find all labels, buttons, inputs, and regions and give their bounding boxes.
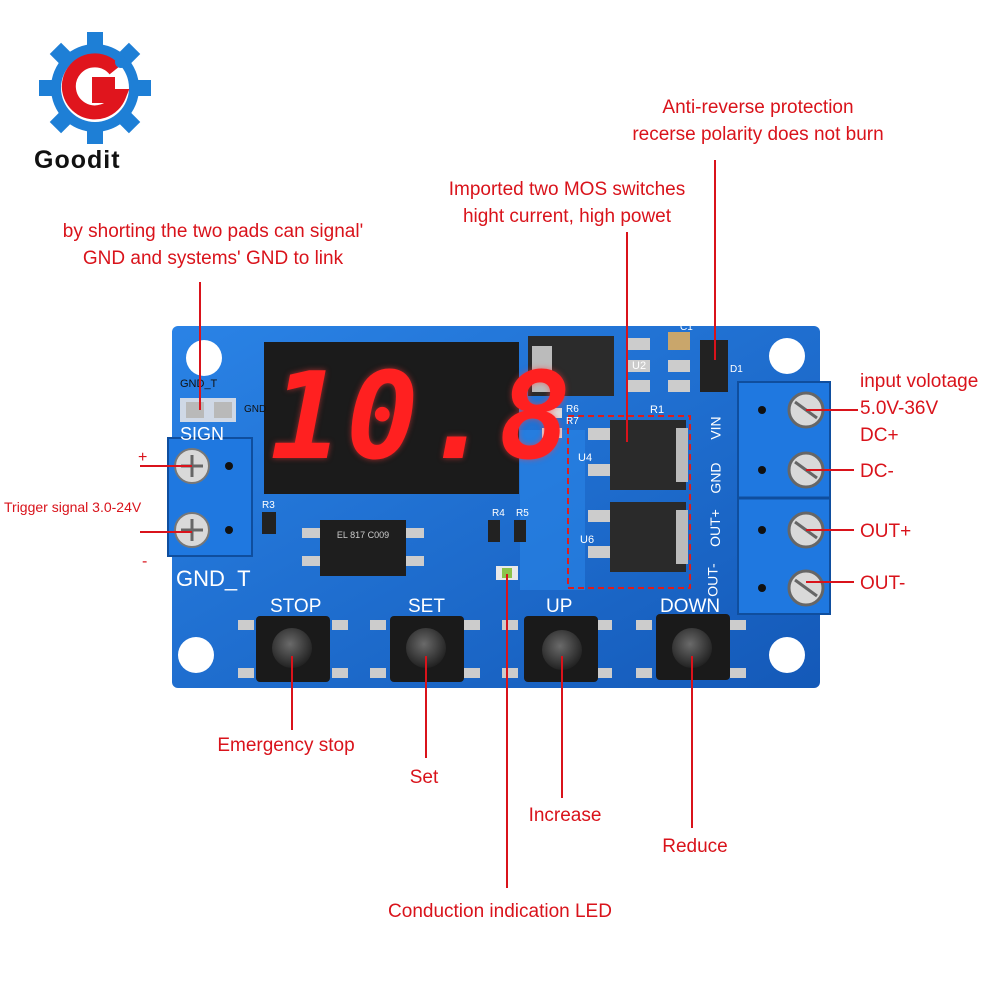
annotation-dc-plus: DC+: [860, 425, 899, 446]
silk-r6: R6: [566, 404, 579, 415]
silk-c1: C1: [680, 322, 693, 333]
silk-up: UP: [546, 596, 573, 617]
annotation-reduce: Reduce: [662, 836, 728, 857]
silk-d1: D1: [730, 364, 743, 375]
silk-set: SET: [408, 596, 445, 617]
silk-u6: U6: [580, 534, 595, 546]
annotation-increase: Increase: [528, 805, 602, 826]
annotation-input-2: 5.0V-36V: [860, 398, 939, 419]
seven-segment-display: 10.8: [270, 348, 575, 487]
silk-stop: STOP: [270, 596, 322, 617]
silk-r5: R5: [516, 508, 529, 519]
annotation-input-1: input volotage: [860, 371, 979, 392]
leader-out-minus: [806, 581, 854, 583]
leader-dc-minus: [806, 469, 854, 471]
leader-increase: [561, 656, 563, 798]
silk-r4: R4: [492, 508, 505, 519]
silk-vin: VIN: [707, 416, 724, 440]
annotation-plus: +: [138, 449, 148, 466]
annotation-shorting-1: by shorting the two pads can signal': [62, 221, 364, 242]
silk-out-plus: OUT+: [706, 509, 723, 547]
leader-set: [425, 656, 427, 758]
silk-u4: U4: [578, 452, 593, 464]
annotation-set: Set: [409, 767, 439, 788]
leader-shorting: [199, 282, 201, 410]
silk-r3: R3: [262, 500, 275, 511]
annotation-mos-1: Imported two MOS switches: [448, 179, 686, 200]
annotation-led: Conduction indication LED: [388, 901, 612, 922]
silk-r1: R1: [650, 404, 665, 416]
leader-anti: [714, 160, 716, 360]
brand-name: Goodit: [34, 146, 121, 174]
silk-r7: R7: [566, 416, 579, 427]
annotation-out-plus: OUT+: [860, 521, 912, 542]
leader-mos: [626, 232, 628, 442]
annotation-emergency: Emergency stop: [217, 735, 355, 756]
annotation-mos-2: hight current, high powet: [462, 206, 672, 227]
annotation-out-minus: OUT-: [860, 573, 906, 594]
brand-logo: [30, 28, 160, 148]
leader-out-plus: [806, 529, 854, 531]
silk-out-minus: OUT-: [704, 563, 721, 597]
silk-gnd-t: GND_T: [176, 566, 251, 591]
leader-trigger-plus: [140, 465, 192, 467]
annotation-anti-1: Anti-reverse protection: [662, 97, 854, 118]
leader-reduce: [691, 656, 693, 828]
silk-gnd: GND: [707, 462, 724, 494]
silk-gnd-small: GND: [244, 404, 267, 415]
leader-trigger-minus: [140, 531, 192, 533]
annotation-anti-2: recerse polarity does not burn: [632, 124, 884, 145]
annotation-trigger: Trigger signal 3.0-24V: [4, 499, 142, 515]
silk-u2: U2: [632, 360, 647, 372]
silk-sign: SIGN: [180, 424, 225, 444]
leader-input: [806, 409, 858, 411]
annotation-dc-minus: DC-: [860, 461, 894, 482]
leader-emergency: [291, 656, 293, 730]
gear-logo-icon: [39, 32, 151, 144]
optocoupler-label: EL 817 C009: [336, 530, 390, 540]
annotation-shorting-2: GND and systems' GND to link: [82, 248, 344, 269]
annotation-minus: -: [142, 553, 148, 570]
leader-led: [506, 574, 508, 888]
silk-down: DOWN: [660, 596, 721, 617]
silk-gnd-t-small: GND_T: [180, 378, 217, 390]
